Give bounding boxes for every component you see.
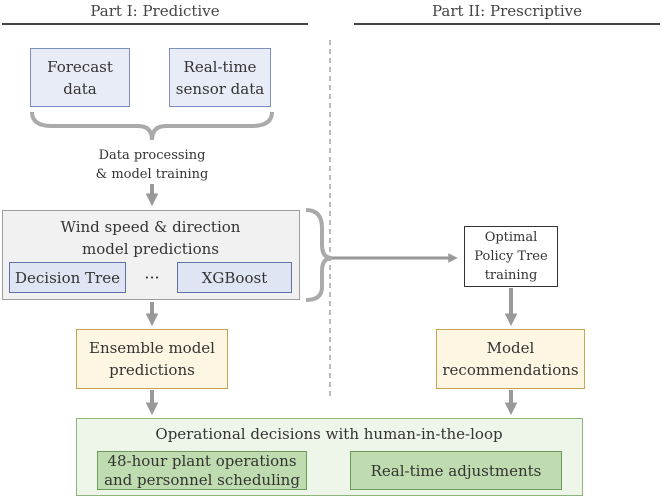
xgboost-box: XGBoost [177,262,292,293]
sensor-data-box: Real-time sensor data [169,48,271,107]
recommendations-box: Model recommendations [436,329,585,389]
part1-header: Part I: Predictive [90,2,220,20]
operational-title: Operational decisions with human-in-the-… [155,425,503,443]
ensemble-box: Ensemble model predictions [76,329,228,389]
operational-box: Operational decisions with human-in-the-… [76,418,583,496]
predictions-brace [305,208,333,302]
decision-tree-box: Decision Tree [9,262,126,293]
realtime-adjustments-box: Real-time adjustments [350,451,562,490]
forecast-data-box: Forecast data [30,48,130,107]
optimal-policy-tree-box: Optimal Policy Tree training [464,226,558,287]
models-ellipsis: ··· [144,267,160,287]
part2-header: Part II: Prescriptive [432,2,582,20]
inputs-brace [30,111,274,141]
plant-operations-box: 48-hour plant operations and personnel s… [97,451,307,490]
part2-rule [354,23,660,25]
predictions-title: Wind speed & direction model predictions [60,218,241,258]
predictions-box: Wind speed & direction model predictions… [2,210,300,300]
part1-rule [2,23,308,25]
processing-label: Data processing & model training [95,148,209,182]
